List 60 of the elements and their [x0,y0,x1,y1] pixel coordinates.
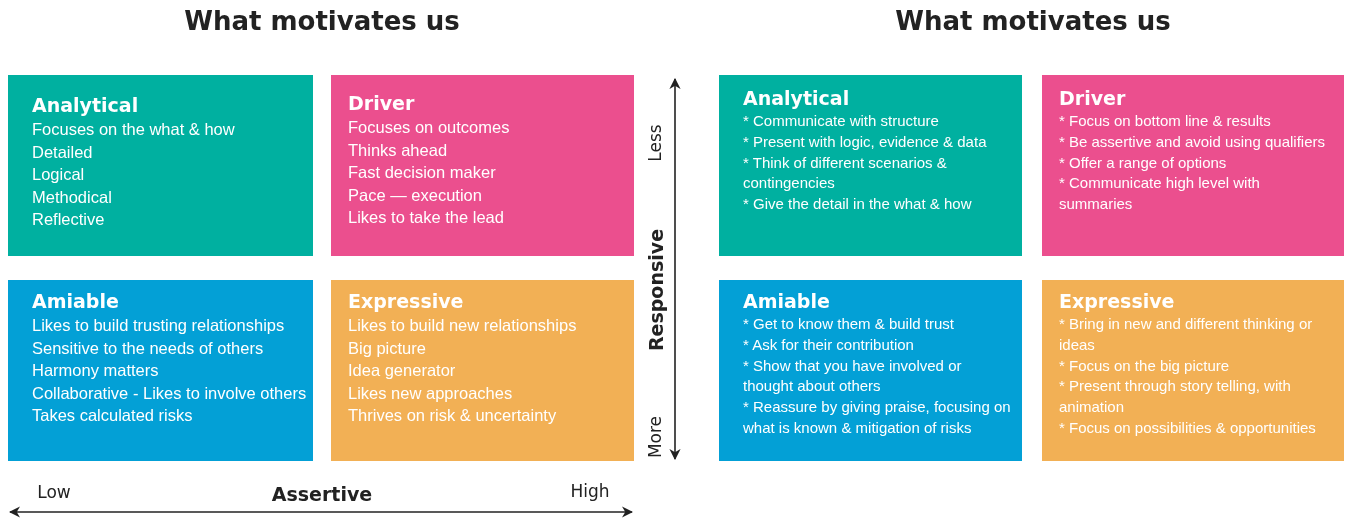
tip-text: * Present through story telling, with animation [1059,376,1292,418]
tip-text: * Show that you have involved or thought about others [743,355,963,397]
trait-text: Likes to build trusting relationships [32,315,285,336]
tip-text: * Give the detail in the what & how [743,194,972,215]
trait-text: Focuses on the what & how [32,119,235,140]
axis-label: High [570,481,610,501]
category-card [1042,280,1344,461]
tip-text: * Communicate with structure [743,111,939,131]
trait-text: Idea generator [348,360,456,381]
trait-text: Fast decision maker [348,162,496,183]
category-card [8,280,313,461]
tip-text: * Be assertive and avoid using qualifiers [1059,131,1325,152]
trait-text: Detailed [32,141,93,163]
category-heading: Amiable [32,289,119,313]
tip-text: * Offer a range of options [1059,152,1227,173]
category-heading: Expressive [1059,289,1175,313]
category-heading: Driver [1059,86,1126,110]
category-card [331,280,634,461]
category-card [719,280,1022,461]
trait-text: Pace — execution [348,184,482,206]
category-card [719,75,1022,256]
category-card [8,75,313,256]
category-card [331,75,634,256]
title: What motivates us [184,6,460,36]
trait-text: Focuses on outcomes [348,117,510,138]
tip-text: * Get to know them & build trust [743,314,954,334]
tip-text: * Focus on the big picture [1059,355,1230,376]
category-heading: Amiable [743,289,830,313]
trait-text: Likes to build new relationships [348,315,577,336]
category-card [1042,75,1344,256]
tip-text: * Focus on possibilities & opportunities [1059,418,1316,438]
tip-text: * Communicate high level with summaries [1059,173,1261,215]
trait-text: Reflective [32,209,105,230]
trait-text: Collaborative - Likes to involve others [32,382,307,404]
axis-title: Assertive [271,483,373,505]
tip-text: * Focus on bottom line & results [1059,111,1271,131]
category-heading: Analytical [32,93,139,117]
tip-text: * Bring in new and different thinking or ideas [1059,314,1314,355]
tip-text: * Ask for their contribution [743,334,914,355]
axis-label: Less [645,124,665,162]
trait-text: Methodical [32,186,112,208]
trait-text: Likes to take the lead [348,207,504,228]
axis-title: Responsive [645,228,667,352]
trait-text: Logical [32,164,85,185]
tip-text: * Present with logic, evidence & data [743,131,987,152]
axis-label: Low [37,482,71,502]
category-heading: Analytical [743,86,850,110]
tip-text: * Think of different scenarios & contingencies [743,152,948,194]
title: What motivates us [895,6,1171,36]
axis-label: More [645,415,665,459]
category-heading: Expressive [348,289,464,313]
trait-text: Big picture [348,337,426,359]
trait-text: Takes calculated risks [32,405,193,426]
trait-text: Harmony matters [32,360,159,381]
trait-text: Sensitive to the needs of others [32,337,264,359]
trait-text: Thinks ahead [348,139,448,161]
tip-text: * Reassure by giving praise, focusing on what is known & mitigation of risks [743,397,1012,438]
trait-text: Likes new approaches [348,382,513,404]
trait-text: Thrives on risk & uncertainty [348,405,557,426]
category-heading: Driver [348,91,415,115]
